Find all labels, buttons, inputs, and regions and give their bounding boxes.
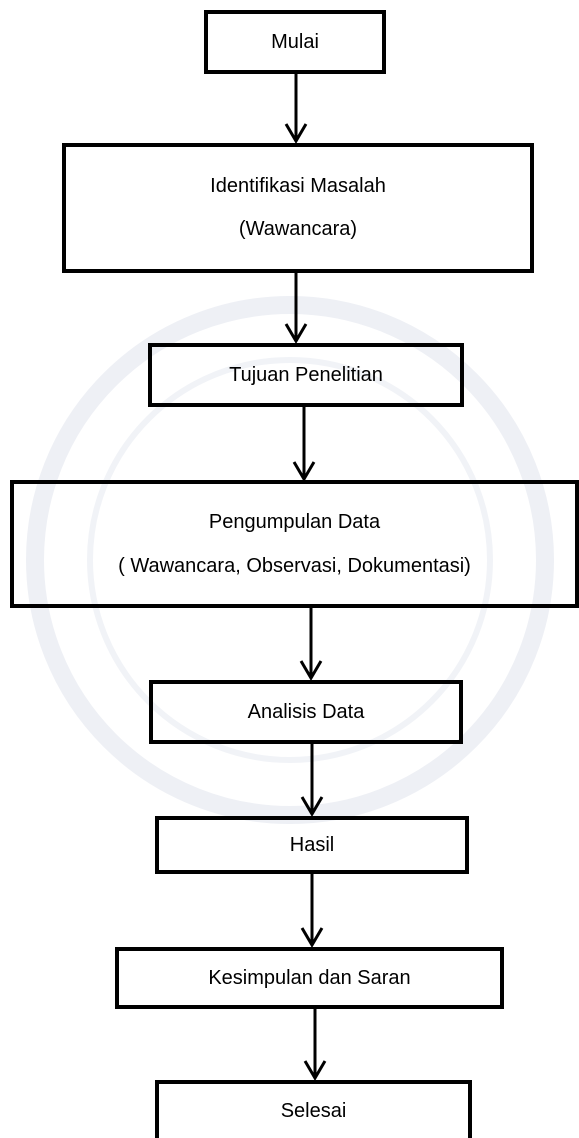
step-pengumpulan-data-title: Pengumpulan Data <box>208 510 381 533</box>
arrow-4 <box>299 608 323 681</box>
step-mulai-label: Mulai <box>271 30 319 53</box>
step-hasil-label: Hasil <box>289 833 335 856</box>
step-analisis-data-label: Analisis Data <box>247 700 365 723</box>
arrow-2 <box>284 273 308 344</box>
step-kesimpulan-dan-saran: Kesimpulan dan Saran <box>115 947 504 1009</box>
step-identifikasi-masalah-subtitle: (Wawancara) <box>238 218 358 240</box>
step-pengumpulan-data-subtitle: ( Wawancara, Observasi, Dokumentasi) <box>118 554 471 577</box>
step-hasil: Hasil <box>155 816 469 874</box>
step-analisis-data: Analisis Data <box>149 680 463 744</box>
arrow-5 <box>300 744 324 817</box>
arrow-3 <box>292 407 316 482</box>
arrow-1 <box>284 74 308 144</box>
step-identifikasi-masalah: Identifikasi Masalah (Wawancara) <box>62 143 534 273</box>
step-selesai-label: Selesai <box>280 1099 347 1122</box>
step-identifikasi-masalah-title: Identifikasi Masalah <box>210 175 386 197</box>
arrow-7 <box>303 1009 327 1081</box>
step-tujuan-penelitian-label: Tujuan Penelitian <box>229 363 383 386</box>
step-tujuan-penelitian: Tujuan Penelitian <box>148 343 464 407</box>
step-mulai: Mulai <box>204 10 386 74</box>
step-selesai: Selesai <box>155 1080 472 1138</box>
arrow-6 <box>300 874 324 948</box>
step-pengumpulan-data: Pengumpulan Data ( Wawancara, Observasi,… <box>10 480 579 608</box>
step-kesimpulan-dan-saran-label: Kesimpulan dan Saran <box>208 966 411 989</box>
